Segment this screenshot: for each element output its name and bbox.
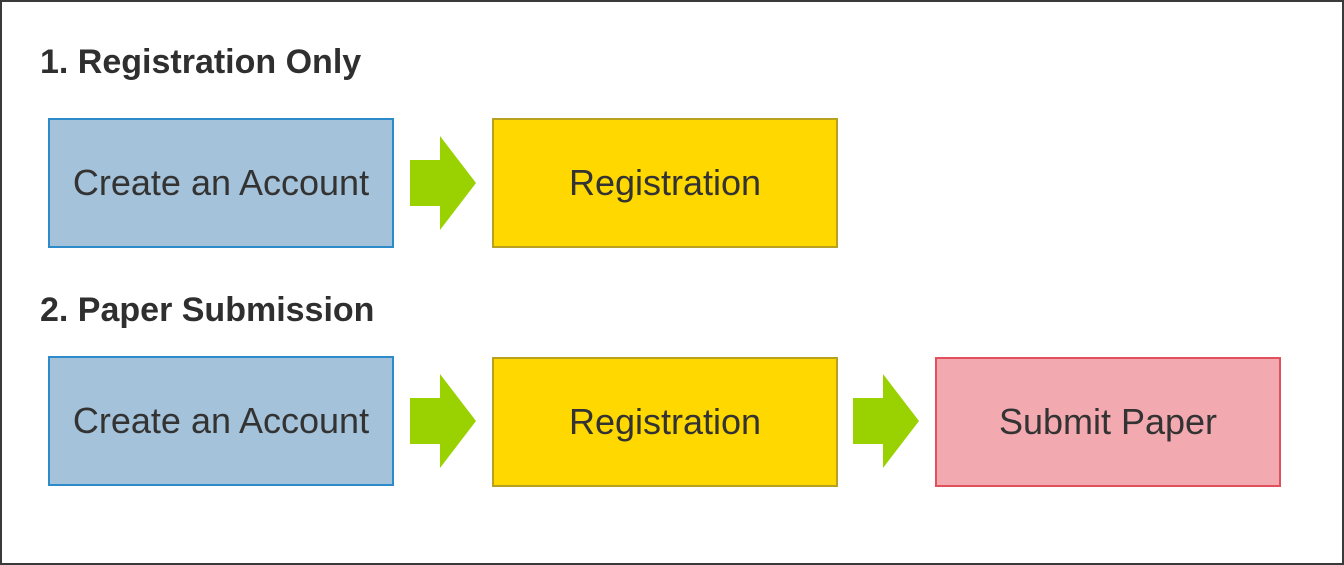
section-title-registration-only: 1. Registration Only (40, 43, 362, 81)
right-arrow-icon (853, 374, 919, 468)
step-create-account: Create an Account (48, 118, 394, 248)
right-arrow-icon (410, 374, 476, 468)
step-registration: Registration (492, 118, 838, 248)
step-registration: Registration (492, 357, 838, 487)
step-label: Registration (568, 401, 762, 442)
step-label: Create an Account (72, 162, 370, 203)
section-title-paper-submission: 2. Paper Submission (40, 291, 375, 329)
right-arrow-icon (410, 136, 476, 230)
step-create-account: Create an Account (48, 356, 394, 486)
step-label: Submit Paper (998, 401, 1218, 442)
step-label: Registration (568, 162, 762, 203)
step-submit-paper: Submit Paper (935, 357, 1281, 487)
step-label: Create an Account (72, 400, 370, 441)
